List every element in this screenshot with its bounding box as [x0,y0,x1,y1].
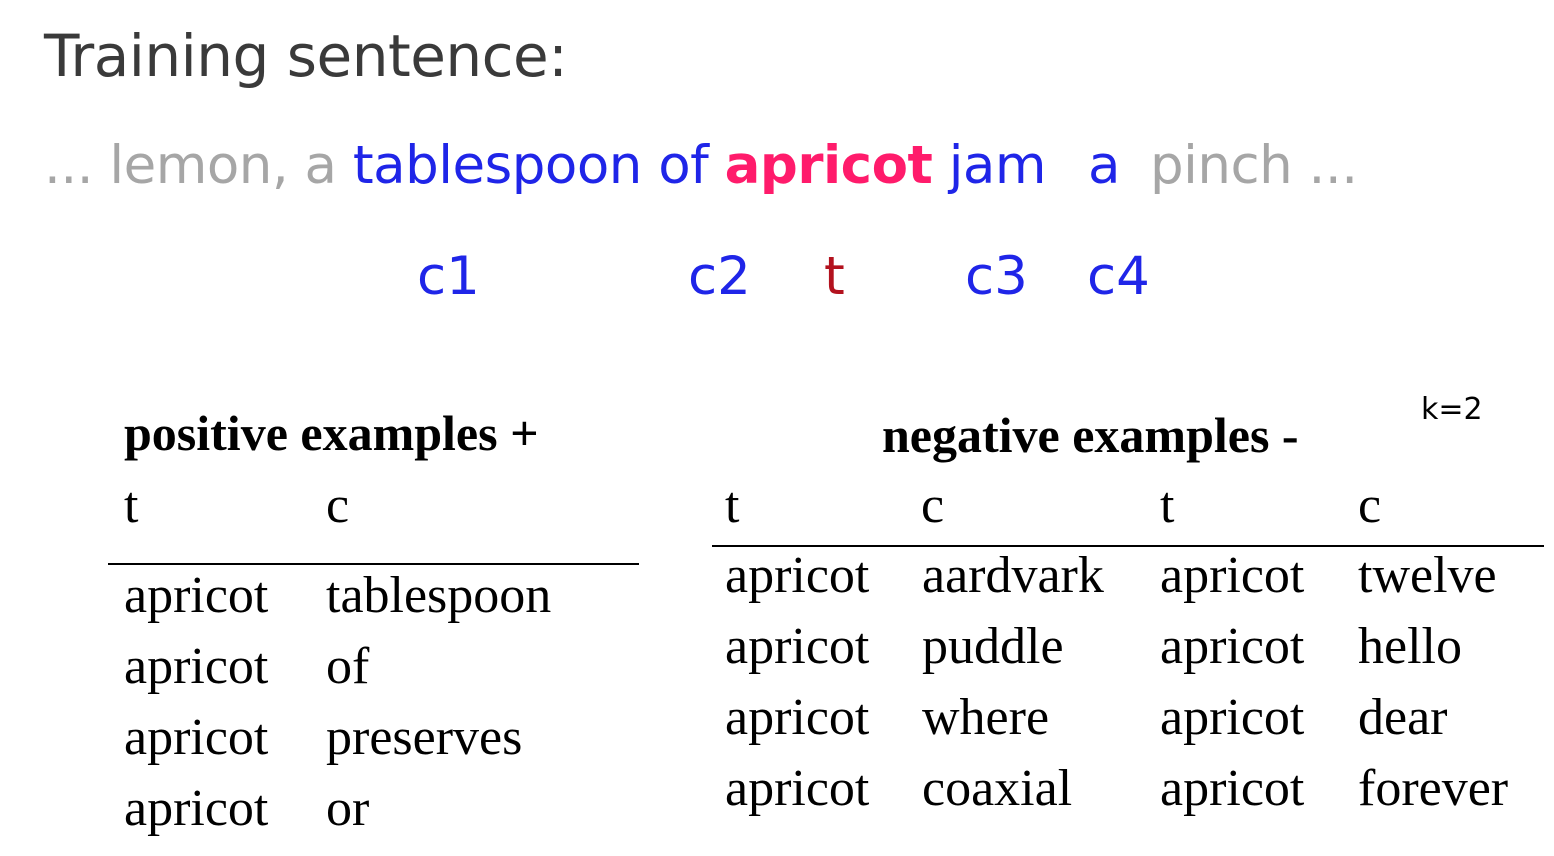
k-value-note: k=2 [1421,392,1483,427]
negative-col-c1-header: c [921,477,945,534]
negative-col-t1-header: t [725,477,740,534]
positive-t-cell: apricot [124,638,269,695]
negative-t1-cell: apricot [725,618,870,675]
label-c3: c3 [965,246,1028,307]
negative-c2-cell: forever [1358,760,1509,817]
negative-table-rule [712,545,1544,547]
negative-c1-cell: coaxial [922,760,1073,817]
positive-table-rule [108,563,639,565]
positive-col-t-header: t [124,477,139,534]
page-title: Training sentence: [44,22,568,90]
sentence-prefix: ... lemon, a [44,135,337,196]
positive-c-cell: preserves [326,709,523,766]
target-word: apricot [724,135,933,196]
table-row: apricot where apricot dear [725,688,1550,759]
positive-t-cell: apricot [124,709,269,766]
negative-t1-cell: apricot [725,689,870,746]
label-c2: c2 [688,246,751,307]
negative-col-c2-header: c [1358,477,1382,534]
negative-t2-cell: apricot [1160,547,1305,604]
table-row: apricot puddle apricot hello [725,617,1550,688]
table-row: apricot preserves [124,708,644,779]
negative-examples-heading: negative examples - [882,407,1299,463]
positive-t-cell: apricot [124,780,269,837]
positive-t-cell: apricot [124,567,269,624]
negative-t2-cell: apricot [1160,618,1305,675]
positive-c-cell: of [326,638,370,695]
negative-c2-cell: twelve [1358,547,1497,604]
sentence-suffix: pinch ... [1150,135,1358,196]
table-row: apricot tablespoon [124,566,644,637]
table-row: apricot coaxial apricot forever [725,759,1550,830]
negative-c2-cell: dear [1358,689,1448,746]
positive-c-cell: or [326,780,370,837]
negative-t2-cell: apricot [1160,689,1305,746]
label-c1: c1 [417,246,480,307]
negative-t1-cell: apricot [725,547,870,604]
context-word-c3: jam [948,135,1047,196]
positive-col-c-header: c [326,477,350,534]
table-row: apricot aardvark apricot twelve [725,546,1550,617]
context-word-c1: tablespoon [352,135,642,196]
context-word-c2: of [658,135,709,196]
positive-c-cell: tablespoon [326,567,552,624]
negative-c1-cell: aardvark [922,547,1104,604]
label-target: t [824,246,845,307]
context-word-c4: a [1088,135,1121,196]
negative-t2-cell: apricot [1160,760,1305,817]
positive-examples-table: apricot tablespoon apricot of apricot pr… [124,566,644,856]
negative-c1-cell: puddle [922,618,1064,675]
label-c4: c4 [1087,246,1150,307]
negative-c1-cell: where [922,689,1050,746]
negative-c2-cell: hello [1358,618,1462,675]
negative-col-t2-header: t [1160,477,1175,534]
table-row: apricot of [124,637,644,708]
negative-t1-cell: apricot [725,760,870,817]
positive-examples-heading: positive examples + [124,405,539,461]
table-row: apricot or [124,779,644,850]
negative-examples-table: apricot aardvark apricot twelve apricot … [725,546,1550,836]
